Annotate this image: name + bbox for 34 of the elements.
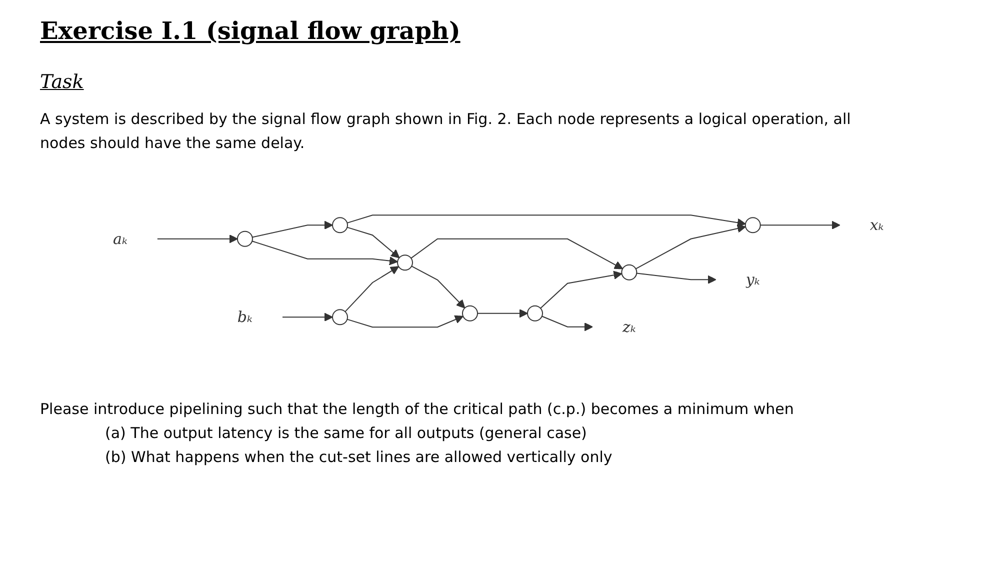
arrow [411,266,466,308]
node-text: xₖ [870,216,884,234]
arrow [410,238,624,270]
node-circle [237,230,254,247]
arrow [346,214,746,227]
node-circle [397,254,414,271]
node-circle [332,309,348,326]
paragraph: A system is described by the signal flow graph shown in Fig. 2. Each node represents a logical operation, all nodes should have the same delay. [40,109,852,154]
node-circle [332,217,348,234]
arrow [344,266,400,312]
node-circle [527,305,544,322]
list-item: (b) What happens when the cut-set lines are allowed vertically only [104,447,614,468]
arrow [346,315,464,328]
arrow [540,270,622,309]
arrow [760,220,840,230]
arrow [252,240,398,266]
node-circle [462,305,478,322]
arrow [346,226,400,258]
node-text: bₖ [238,308,253,326]
arrow [282,312,333,322]
node-circle [744,217,761,234]
arrow [157,234,238,244]
node-text: zₖ [622,318,636,336]
arrow [542,316,593,332]
list-item: (a) The output latency is the same for all outputs (general case) [104,423,588,444]
paragraph: Please introduce pipelining such that the length of the critical path (c.p.) becomes a minimum when [40,399,795,420]
arrow [252,220,333,238]
arrow [635,224,746,270]
title: Exercise I.1 (signal flow graph) [40,16,460,45]
node-circle [621,264,638,280]
section-heading: Task [40,71,84,93]
node-text: aₖ [113,230,128,248]
arrow [477,308,528,318]
arrow [636,272,716,284]
